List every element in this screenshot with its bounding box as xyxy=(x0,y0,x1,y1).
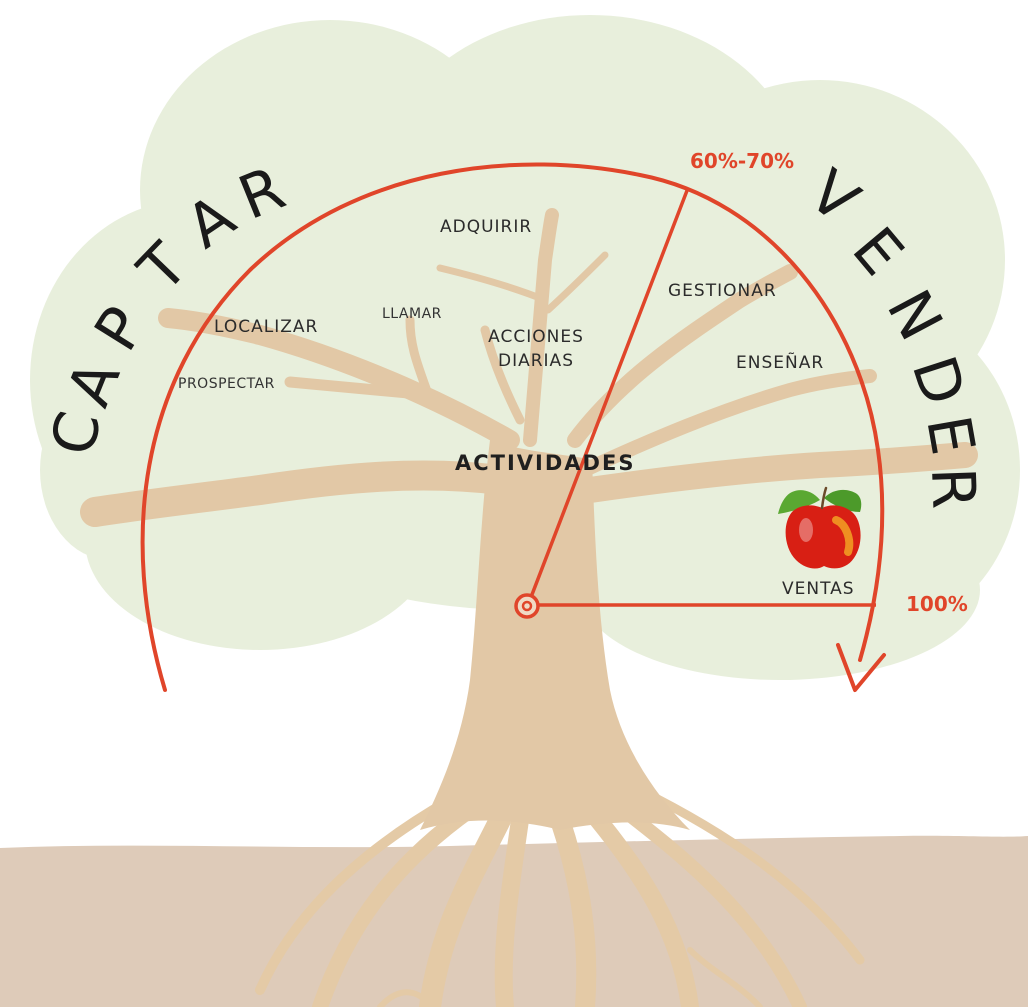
percent-60-70: 60%-70% xyxy=(690,149,794,173)
label-llamar: LLAMAR xyxy=(382,306,442,322)
label-diarias: DIARIAS xyxy=(498,351,574,371)
vender-char-6: R xyxy=(917,466,989,513)
center-point xyxy=(516,595,538,617)
label-ventas: VENTAS xyxy=(782,579,855,599)
label-gestionar: GESTIONAR xyxy=(668,281,777,301)
label-actividades: ACTIVIDADES xyxy=(455,451,635,475)
label-prospectar: PROSPECTAR xyxy=(178,376,275,392)
label-adquirir: ADQUIRIR xyxy=(440,217,532,237)
label-ensenar: ENSEÑAR xyxy=(736,351,824,373)
percent-100: 100% xyxy=(906,592,968,616)
label-acciones: ACCIONES xyxy=(488,327,584,347)
label-localizar: LOCALIZAR xyxy=(214,317,318,337)
